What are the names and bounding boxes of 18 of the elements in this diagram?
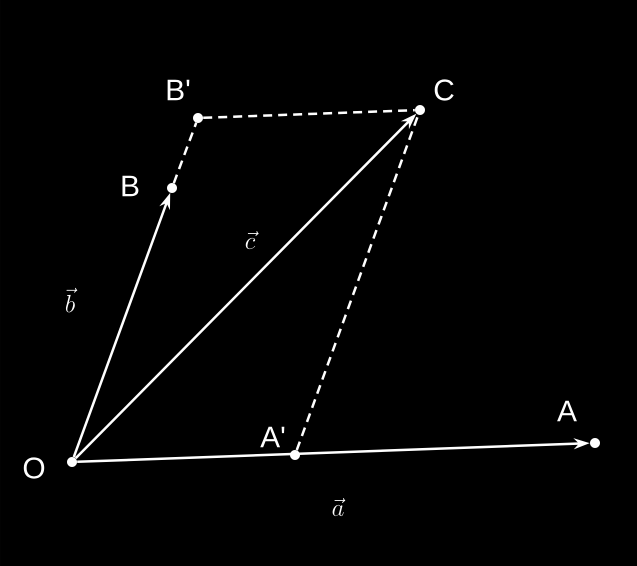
node-label: B xyxy=(122,176,138,196)
node-label: A' xyxy=(260,426,284,448)
dashed-line xyxy=(296,114,420,451)
dashed-line xyxy=(203,108,415,120)
point: A xyxy=(557,400,600,448)
vector-label: $\vec{a}$ xyxy=(332,498,346,516)
vector-label: $\vec{c}$ xyxy=(246,231,259,250)
vector-label: $\vec{b}$ xyxy=(66,288,78,312)
node-label: C xyxy=(434,79,454,101)
point: B xyxy=(122,176,177,196)
node-label: A xyxy=(557,400,577,422)
dashed-line xyxy=(172,122,198,184)
point: A' xyxy=(260,426,300,460)
node-label: B' xyxy=(168,80,190,100)
point: C xyxy=(415,79,454,115)
node-label: O xyxy=(24,457,44,479)
point: B' xyxy=(168,80,203,123)
point: O xyxy=(24,457,77,479)
